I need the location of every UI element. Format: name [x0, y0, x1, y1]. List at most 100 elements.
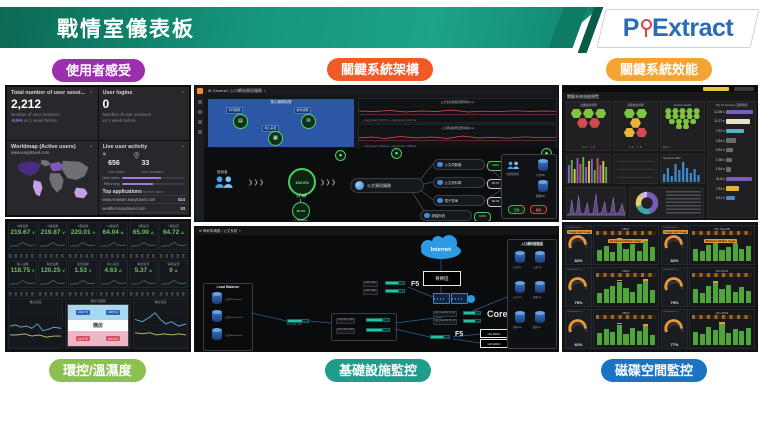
hexagon-tile	[693, 108, 700, 114]
network-bar-chart	[662, 162, 700, 182]
disk-group: OS Extend C w...79%Win AP01	[661, 267, 755, 307]
service-flow-diagram: ▣ ▣ ▣ 使用者 ❯❯❯ 100.0% 入口網 ❯❯❯ 公文資訊服務 99.3…	[204, 148, 558, 221]
sparkline	[100, 242, 126, 247]
disk-bar	[643, 324, 649, 345]
chevron-down-icon[interactable]: ⌄	[180, 144, 185, 149]
disk-bar	[726, 246, 732, 261]
sidebar-icon[interactable]	[197, 100, 202, 104]
header-banner	[0, 7, 600, 48]
disk-bars	[597, 320, 655, 345]
chevron-down-icon[interactable]: ⌄	[89, 90, 94, 95]
disk-bar	[739, 287, 745, 303]
core-services-panel: 核心服務狀態 列印服務 郵件服務 核心系統 ▤ ✉ ▦	[208, 99, 354, 147]
service-row: 3.54 s	[708, 136, 755, 146]
disk-bar	[712, 281, 718, 303]
service-value: 7.92 k	[715, 186, 725, 191]
env-stat-value: 64.72 A	[162, 229, 184, 236]
dashboard-breadcrumb[interactable]: ⊞ 骨幹架構圖 / 公文系統 ☆	[195, 227, 558, 235]
waf-box: HQ-WAF1	[480, 329, 508, 338]
worldmap-link[interactable]: www.easytravel.com	[11, 150, 50, 155]
threshold-strip	[692, 273, 752, 277]
dashboard-breadcrumb[interactable]: ⊞ General / 入口網站資訊服務 ☆	[204, 86, 558, 95]
hexagon-tile	[636, 127, 648, 138]
grafana-logo-icon[interactable]	[196, 88, 203, 94]
architecture-dashboard: ⊞ General / 入口網站資訊服務 ☆ 核心服務狀態 列印服務 郵件服務 …	[194, 85, 559, 222]
action-button[interactable]	[703, 87, 729, 91]
service-tag: 核心系統	[262, 125, 280, 132]
purple-area-chart	[567, 193, 625, 216]
gauge-arc	[664, 277, 684, 291]
sidebar-icon[interactable]	[197, 130, 202, 134]
disk-bars	[597, 236, 655, 261]
database-icon	[538, 159, 548, 171]
disk-bar-cap	[643, 324, 649, 326]
disk-bar	[649, 247, 655, 261]
service-bar	[726, 176, 752, 182]
service-dot-icon	[437, 197, 443, 204]
service-node: ✉	[301, 114, 316, 129]
room-label: 機房	[68, 319, 128, 332]
chevron-down-icon[interactable]: ⌄	[89, 144, 94, 149]
link-meter	[385, 289, 405, 293]
disk-bar-panel: Win AP01	[689, 267, 755, 307]
disk-annotation: Usage Last Usage	[567, 230, 593, 235]
sessions-tile: Total number of user sessi...⌄ 2,212 Num…	[7, 87, 98, 140]
hexagon-tile	[686, 113, 693, 120]
disk-bar	[630, 327, 636, 345]
env-stat-unit: V	[62, 230, 65, 235]
env-stat-title: S相電流	[137, 224, 149, 228]
user-experience-dashboard: Total number of user sessi...⌄ 2,212 Num…	[5, 85, 191, 217]
temperature-chart: 機房溫度	[8, 298, 63, 349]
disk-bar	[732, 243, 738, 261]
hexagon-tile	[576, 118, 588, 128]
hexagon-tile	[570, 108, 582, 119]
server-icon	[212, 328, 222, 340]
flow-pill: 公文伺服器	[433, 159, 485, 170]
database-icon	[535, 251, 545, 263]
service-bar	[726, 119, 750, 124]
service-row: 5.21 k	[708, 193, 755, 203]
disk-gauge-panel: OS Extend C w...82%Usage Last Usage	[565, 225, 593, 265]
database-icon	[515, 311, 525, 323]
sidebar-icon[interactable]	[197, 120, 202, 124]
chevron-down-icon[interactable]: ⌄	[180, 90, 185, 95]
internal-zone-panel: 內部使用者 公文DB 備援DB 正常 異常	[501, 154, 557, 219]
env-stat-unit: A	[150, 230, 154, 235]
logo: P Extract	[596, 9, 760, 48]
network-traffic-panel: Network traffic	[660, 154, 705, 184]
disk-gauge-value: 76%	[574, 300, 583, 305]
disk-gauge-value: 81%	[574, 342, 583, 347]
disk-group: OS Extend C w...76%DB02	[565, 267, 659, 307]
disk-bar	[603, 245, 609, 261]
disk-bar	[699, 292, 705, 303]
router-icon	[467, 295, 475, 303]
disk-bar	[706, 326, 712, 345]
disk-group: OS Extend C w...77%Win AP02	[661, 309, 755, 349]
logo-text-prefix: P	[622, 14, 639, 42]
database-icon	[515, 281, 525, 293]
service-bar	[726, 186, 740, 191]
disk-bar-panel: Win AP02	[689, 309, 755, 349]
env-minibar-row	[8, 289, 189, 297]
hexagon-tile	[595, 108, 607, 119]
hexagon-tile	[623, 108, 635, 119]
logins-subtitle: Number of user sessions	[102, 112, 152, 117]
link-meter	[287, 319, 309, 323]
menu-button[interactable]	[734, 87, 754, 91]
service-bar	[726, 147, 734, 153]
disk-gauge-panel: OS Extend C w...76%	[565, 267, 592, 307]
disk-bar	[719, 288, 725, 303]
sidebar-icon[interactable]	[197, 110, 202, 114]
link-meter	[430, 335, 450, 339]
hex-row	[567, 118, 610, 129]
link-meter	[366, 328, 390, 332]
logo-text-suffix: Extract	[651, 14, 734, 42]
disk-bar	[726, 333, 732, 345]
